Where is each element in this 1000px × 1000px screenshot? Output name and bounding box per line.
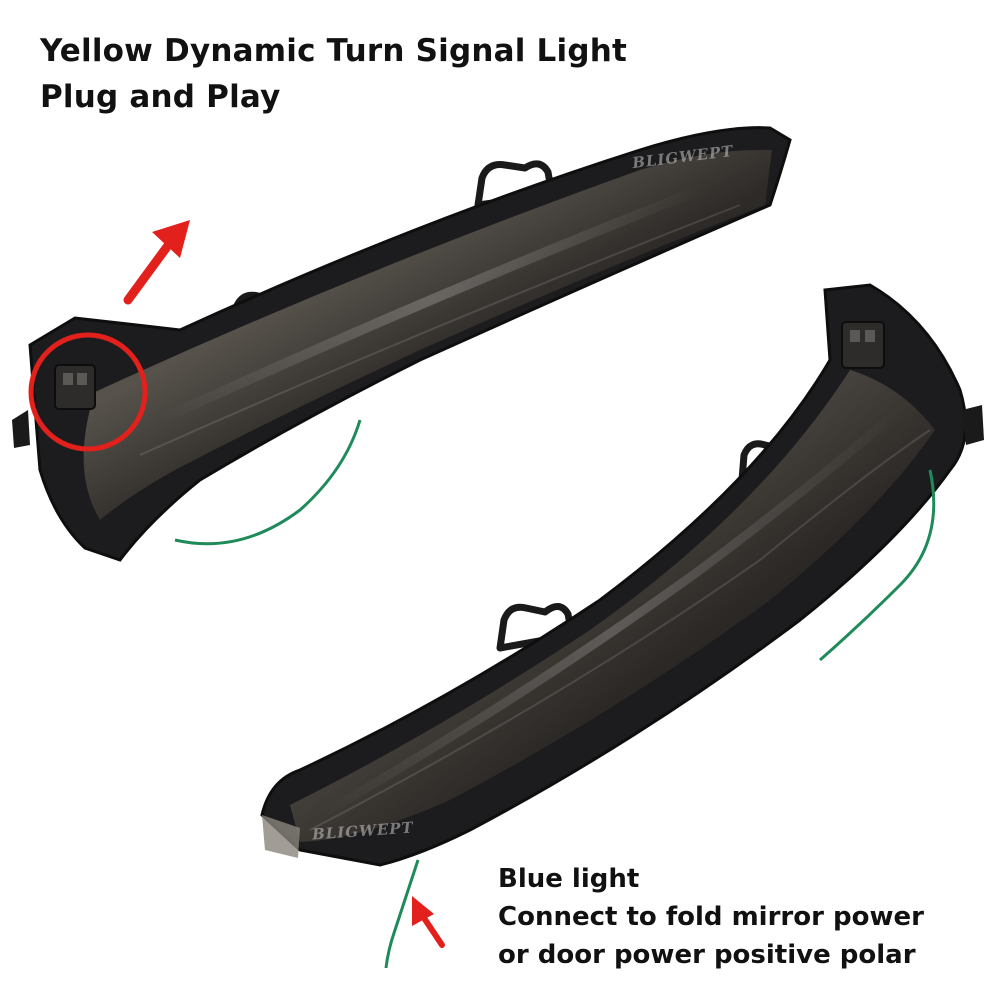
- lower-turn-signal-unit: [260, 283, 984, 969]
- upper-green-wire: [174, 419, 362, 546]
- upper-lens: [83, 149, 773, 521]
- wiring-note-caption: Blue light Connect to fold mirror power …: [498, 860, 924, 974]
- connector-highlight-circle: [28, 332, 148, 452]
- upper-connector: [54, 364, 96, 410]
- headline-caption: Yellow Dynamic Turn Signal Light Plug an…: [40, 28, 627, 120]
- upper-turn-signal-unit: [12, 126, 792, 562]
- lower-connector: [841, 321, 885, 369]
- wiring-note-line-2: Connect to fold mirror power: [498, 902, 924, 932]
- annotations: [28, 220, 445, 948]
- lower-green-wire-right: [819, 469, 936, 662]
- lower-housing: [260, 283, 968, 867]
- upper-mount-tab-1: [474, 160, 556, 209]
- red-arrow-up-icon: [123, 220, 190, 305]
- wiring-note-line-1: Blue light: [498, 864, 640, 894]
- wiring-note-line-3: or door power positive polar: [498, 940, 916, 970]
- lower-green-wire-bottom: [384, 859, 420, 969]
- headline-line-2: Plug and Play: [40, 79, 281, 115]
- lower-lens: [290, 370, 935, 842]
- red-arrow-wire-icon: [412, 896, 445, 948]
- headline-line-1: Yellow Dynamic Turn Signal Light: [40, 33, 627, 69]
- lower-mount-tab-2: [496, 603, 576, 652]
